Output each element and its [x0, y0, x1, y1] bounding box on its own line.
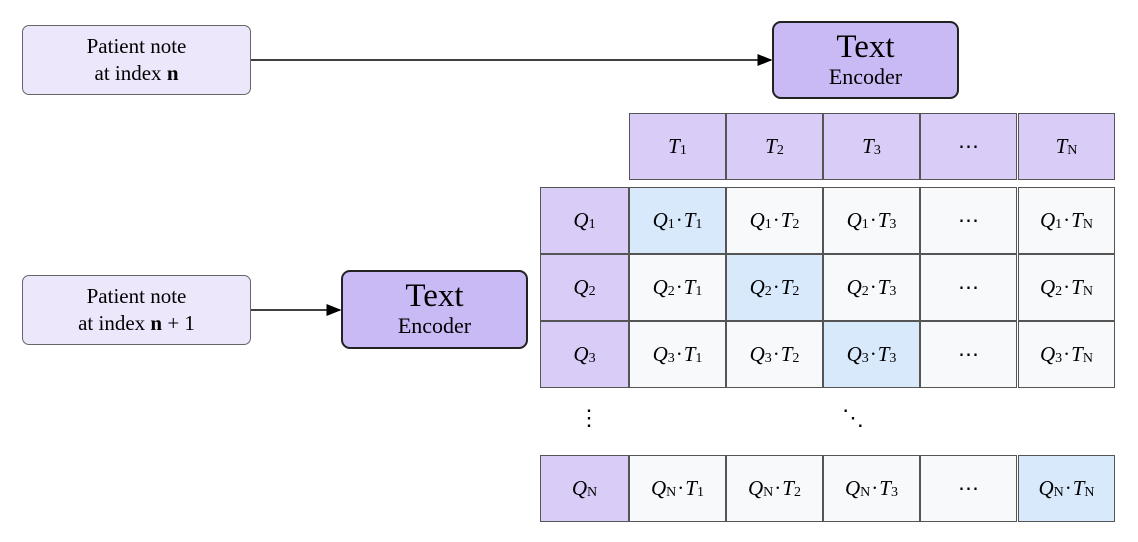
text-encoder-top: Text Encoder [772, 21, 959, 99]
text-encoder-bottom-subtitle: Encoder [397, 313, 472, 339]
patient-note-bottom-line1: Patient note [86, 283, 187, 308]
patient-note-top-line1: Patient note [86, 33, 187, 58]
text-encoder-top-title: Text [836, 28, 895, 65]
matrix-cell: ⋯ [920, 455, 1017, 522]
patient-note-top-line2: at index n [94, 61, 179, 85]
text-encoder-top-subtitle: Encoder [828, 63, 903, 89]
matrix-cell: ⋯ [920, 321, 1017, 388]
diagonal-ellipsis: ⋱ [842, 405, 864, 430]
matrix-cell: ⋯ [920, 187, 1017, 254]
patient-note-top: Patient note at index n [22, 25, 251, 95]
matrix-cell: ⋯ [920, 254, 1017, 321]
text-encoder-bottom-title: Text [405, 278, 464, 315]
text-encoder-bottom: Text Encoder [341, 270, 528, 349]
column-header-4: ⋯ [920, 113, 1017, 180]
vertical-ellipsis: ⋮ [578, 405, 600, 430]
patient-note-bottom-line2: at index n + 1 [78, 311, 195, 335]
patient-note-bottom: Patient note at index n + 1 [22, 275, 251, 345]
